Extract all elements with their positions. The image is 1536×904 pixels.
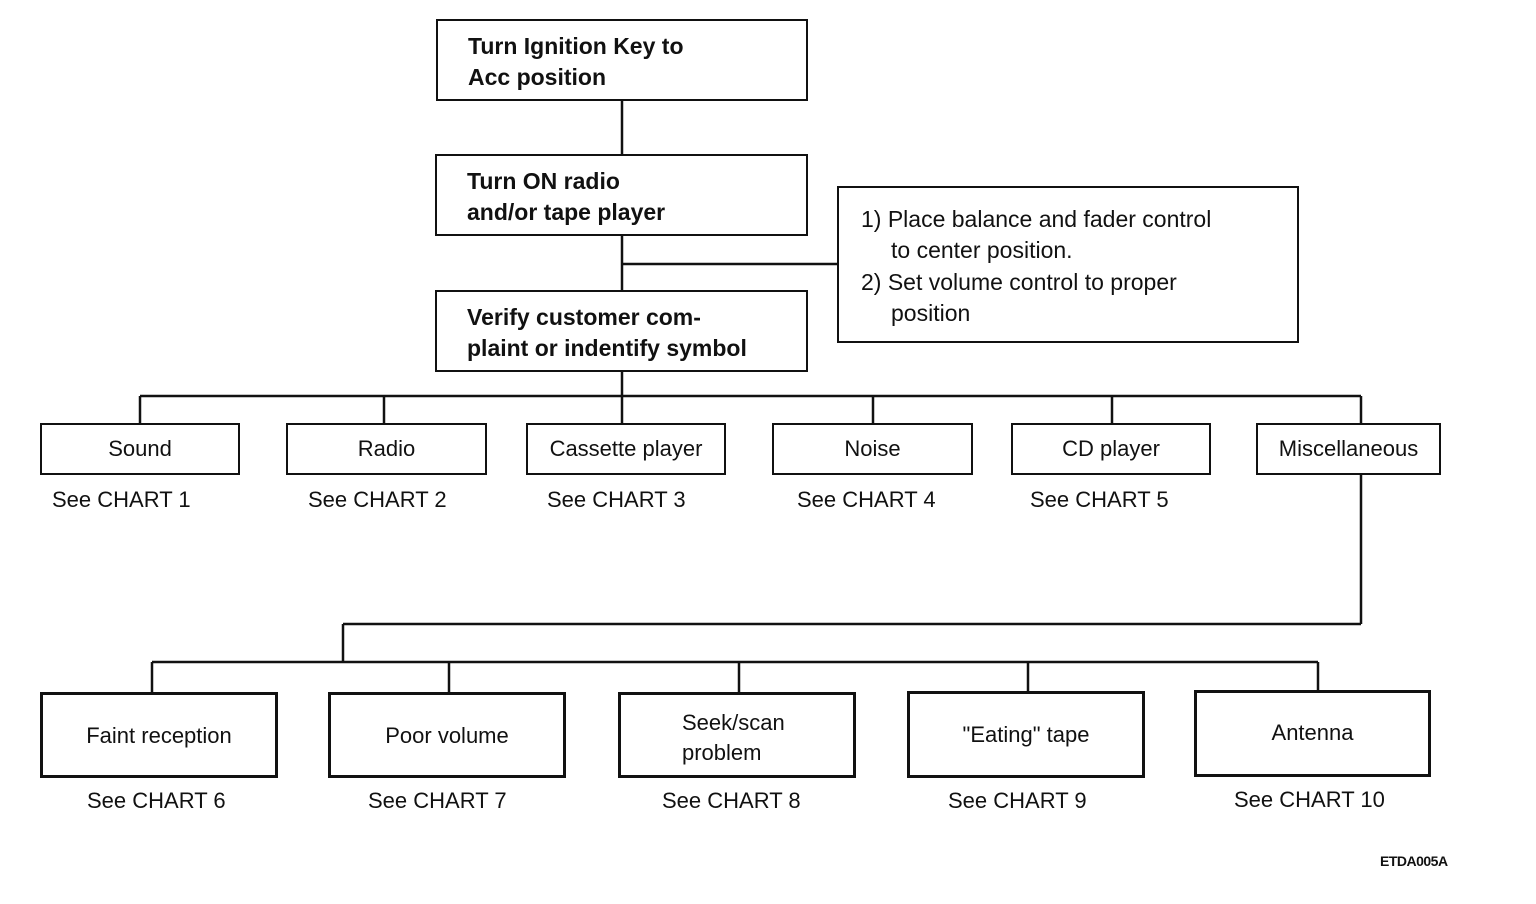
- symptom-radio-label: Radio: [357, 436, 416, 461]
- symptom-sound-box: Sound: [40, 423, 240, 475]
- symptom-sound-ref: See CHART 1: [52, 487, 191, 512]
- misc-poor-volume-ref: See CHART 7: [368, 788, 507, 813]
- symptom-sound-label: Sound: [108, 436, 172, 461]
- symptom-cassette-box: Cassette player: [526, 423, 726, 475]
- misc-poor-volume-box: Poor volume: [328, 692, 566, 778]
- symptom-radio-ref: See CHART 2: [308, 487, 447, 512]
- note-line3: 2) Set volume control to proper: [861, 269, 1177, 295]
- symptom-cassette-ref: See CHART 3: [547, 487, 686, 512]
- symptom-misc-box: Miscellaneous: [1256, 423, 1441, 475]
- step-radio-on-line2: and/or tape player: [467, 199, 666, 225]
- misc-seek-scan-box: Seek/scan problem: [618, 692, 856, 778]
- misc-faint-reception-ref: See CHART 6: [87, 788, 226, 813]
- symptom-cd-ref: See CHART 5: [1030, 487, 1169, 512]
- misc-seek-scan-label2: problem: [682, 740, 762, 765]
- note-line4: position: [891, 300, 971, 326]
- symptom-radio-box: Radio: [286, 423, 487, 475]
- step-ignition-box: Turn Ignition Key to Acc position: [436, 19, 808, 101]
- misc-seek-scan-label: Seek/scan: [682, 710, 785, 735]
- symptom-misc-label: Miscellaneous: [1278, 436, 1419, 461]
- note-line1: 1) Place balance and fader control: [861, 206, 1212, 232]
- step-verify-line1: Verify customer com-: [467, 304, 701, 330]
- symptom-cassette-label: Cassette player: [549, 436, 703, 461]
- step-verify-box: Verify customer com- plaint or indentify…: [435, 290, 808, 372]
- misc-faint-reception-label: Faint reception: [86, 723, 232, 748]
- instruction-note-box: 1) Place balance and fader control to ce…: [837, 186, 1299, 343]
- misc-poor-volume-label: Poor volume: [385, 723, 509, 748]
- misc-antenna-label: Antenna: [1271, 720, 1354, 745]
- symptom-cd-box: CD player: [1011, 423, 1211, 475]
- misc-eating-tape-label: "Eating" tape: [962, 722, 1090, 747]
- misc-eating-tape-box: "Eating" tape: [907, 691, 1145, 778]
- note-line2: to center position.: [891, 237, 1073, 263]
- misc-antenna-ref: See CHART 10: [1234, 787, 1385, 812]
- step-radio-on-line1: Turn ON radio: [467, 168, 620, 194]
- step-verify-line2: plaint or indentify symbol: [467, 335, 747, 361]
- figure-code: ETDA005A: [1380, 853, 1448, 869]
- step-ignition-line2: Acc position: [468, 64, 607, 90]
- misc-antenna-box: Antenna: [1194, 690, 1431, 777]
- misc-faint-reception-box: Faint reception: [40, 692, 278, 778]
- step-radio-on-box: Turn ON radio and/or tape player: [435, 154, 808, 236]
- symptom-cd-label: CD player: [1062, 436, 1160, 461]
- symptom-noise-label: Noise: [844, 436, 901, 461]
- step-ignition-line1: Turn Ignition Key to: [468, 33, 684, 59]
- symptom-noise-box: Noise: [772, 423, 973, 475]
- symptom-noise-ref: See CHART 4: [797, 487, 936, 512]
- misc-eating-tape-ref: See CHART 9: [948, 788, 1087, 813]
- misc-seek-scan-ref: See CHART 8: [662, 788, 801, 813]
